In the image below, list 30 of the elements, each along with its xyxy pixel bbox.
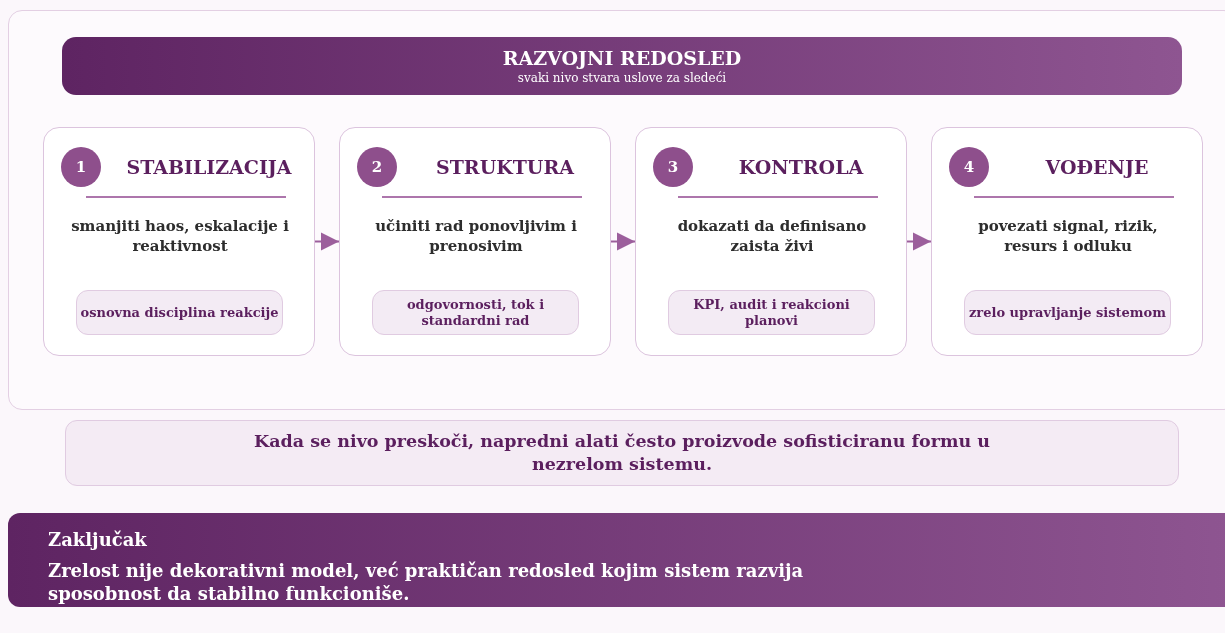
outcome-tag: KPI, audit i reakcioni planovi [668, 290, 875, 335]
conclusion-text: Zrelost nije dekorativni model, već praktičan redosled kojim sistem razvija sposobnost da stabilno funkcioniše. [48, 559, 805, 605]
warning-note: Kada se nivo preskoči, napredni alati često proizvode sofisticiranu formu u nezrelom sistemu. [65, 420, 1179, 486]
conclusion-banner [8, 513, 1225, 607]
outcome-tag: odgovornosti, tok i standardni rad [372, 290, 579, 335]
step-card [339, 127, 611, 356]
title-banner [62, 37, 1182, 95]
step-heading: STRUKTURA [435, 155, 576, 179]
banner-title: RAZVOJNI REDOSLED [502, 46, 742, 70]
outcome-tag: zrelo upravljanje sistemom [964, 290, 1171, 335]
banner-subtitle: svaki nivo stvara uslove za sledeći [517, 70, 727, 86]
arrow [314, 232, 340, 251]
step-card [931, 127, 1203, 356]
step-number: 2 [357, 147, 397, 187]
step-heading: VOĐENJE [1044, 155, 1150, 179]
step-description: dokazati da definisano zaista živi [676, 216, 868, 256]
conclusion-heading: Zaključak [48, 528, 147, 552]
step-description: povezati signal, rizik, resurs i odluku [977, 216, 1159, 256]
outcome-tag: osnovna disciplina reakcije [76, 290, 283, 335]
step-number: 4 [949, 147, 989, 187]
step-number: 3 [653, 147, 693, 187]
step-description: učiniti rad ponovljivim i prenosivim [374, 216, 578, 256]
step-card [43, 127, 315, 356]
arrow [906, 232, 932, 251]
step-card [635, 127, 907, 356]
step-description: smanjiti haos, eskalacije i reaktivnost [70, 216, 290, 256]
step-number: 1 [61, 147, 101, 187]
step-heading: KONTROLA [737, 155, 865, 179]
arrow [610, 232, 636, 251]
step-heading: STABILIZACIJA [125, 155, 293, 179]
